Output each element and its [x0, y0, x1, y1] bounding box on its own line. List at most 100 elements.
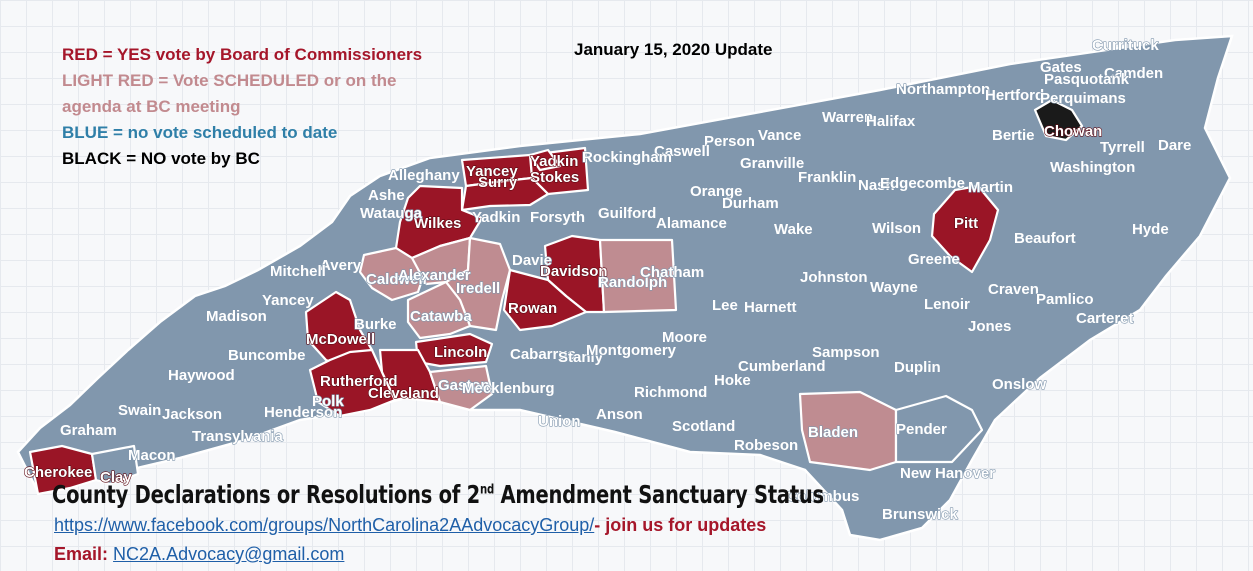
county-label-hyde: Hyde — [1132, 221, 1169, 238]
county-label-person: Person — [704, 133, 755, 150]
county-label-cherokee: Cherokee — [24, 464, 92, 481]
county-macon — [894, 394, 984, 464]
county-label-sampson: Sampson — [812, 344, 880, 361]
county-label-robeson: Robeson — [734, 437, 798, 454]
county-label-craven: Craven — [988, 281, 1039, 298]
county-label-yancey: Yancey — [466, 163, 518, 180]
county-catawba — [406, 280, 472, 340]
county-label-scotland: Scotland — [672, 418, 735, 435]
county-label-clay: Clay — [100, 469, 132, 486]
county-label-rockingham: Rockingham — [582, 149, 672, 166]
county-label-onslow: Onslow — [992, 376, 1047, 393]
county-label-cleveland: Cleveland — [368, 385, 439, 402]
county-label-henderson: Henderson — [264, 404, 342, 421]
facebook-group-link[interactable]: https://www.facebook.com/groups/NorthCar… — [54, 515, 595, 535]
map-title-rest: Amendment Sanctuary Status — [493, 480, 825, 509]
county-label-transylvania: Transylvania — [192, 428, 284, 445]
county-label-madison: Madison — [206, 308, 267, 325]
county-label-hoke: Hoke — [714, 372, 751, 389]
map-title-sup: nd — [479, 482, 494, 498]
county-label-martin: Martin — [968, 179, 1013, 196]
county-randolph — [598, 238, 678, 314]
county-label-edgecombe: Edgecombe — [880, 175, 965, 192]
county-label-johnston: Johnston — [800, 269, 868, 286]
county-label-bertie: Bertie — [992, 127, 1035, 144]
county-label-harnett: Harnett — [744, 299, 797, 316]
county-label-mitchell: Mitchell — [270, 263, 326, 280]
county-label-union: Union — [538, 413, 581, 430]
county-label-wayne: Wayne — [870, 279, 918, 296]
county-label-pamlico: Pamlico — [1036, 291, 1094, 308]
county-label-moore: Moore — [662, 329, 707, 346]
county-label-alexander: Alexander — [398, 267, 471, 284]
email-link[interactable]: NC2A.Advocacy@gmail.com — [113, 544, 345, 564]
legend-light-red-entry-cont: agenda at BC meeting — [62, 97, 241, 116]
county-label-catawba: Catawba — [410, 308, 472, 325]
county-label-haywood: Haywood — [168, 367, 235, 384]
county-label-carteret: Carteret — [1076, 310, 1134, 327]
county-label-montgomery: Montgomery — [586, 342, 677, 359]
county-label-camden: Camden — [1104, 65, 1163, 82]
county-pender — [798, 390, 898, 472]
county-label-ashe: Ashe — [368, 187, 405, 204]
legend-black-entry: BLACK = NO vote by BC — [62, 149, 260, 168]
facebook-link-line: https://www.facebook.com/groups/NorthCar… — [54, 515, 766, 536]
county-label-randolph: Randolph — [598, 274, 667, 291]
county-label-hertford: Hertford — [985, 87, 1044, 104]
legend-light-red-entry: LIGHT RED = Vote SCHEDULED or on the — [62, 71, 397, 90]
county-label-orange: Orange — [690, 183, 743, 200]
county-label-lee: Lee — [712, 297, 738, 314]
county-label-perquimans: Perquimans — [1040, 90, 1126, 107]
map-title: County Declarations or Resolutions of 2n… — [52, 480, 824, 509]
county-label-mcdowell: McDowell — [306, 331, 375, 348]
county-label-wilkes: Wilkes — [414, 215, 461, 232]
county-label-dare: Dare — [1158, 137, 1191, 154]
map-title-main: County Declarations or Resolutions of 2 — [52, 480, 480, 509]
county-label-swain: Swain — [118, 402, 161, 419]
county-label-guilford: Guilford — [598, 205, 656, 222]
county-label-davie: Davie — [512, 252, 552, 269]
county-label-gaston: Gaston — [438, 377, 490, 394]
county-label-pender: Pender — [896, 421, 947, 438]
county-label-vance: Vance — [758, 127, 801, 144]
county-label-surry: Surry — [478, 174, 518, 191]
county-label-lincoln: Lincoln — [434, 344, 487, 361]
county-label-chatham: Chatham — [640, 264, 704, 281]
county-label-alleghany: Alleghany — [388, 167, 460, 184]
county-label-bladen: Bladen — [808, 424, 858, 441]
county-label-pasquotank: Pasquotank — [1044, 71, 1130, 88]
county-label-rutherford: Rutherford — [320, 373, 398, 390]
county-label-greene: Greene — [908, 251, 960, 268]
county-label-mecklenburg: Mecklenburg — [462, 380, 555, 397]
county-label-lenoir: Lenoir — [924, 296, 970, 313]
county-label-washington: Washington — [1050, 159, 1135, 176]
county-label-durham: Durham — [722, 195, 779, 212]
county-label-nash: Nash — [858, 177, 895, 194]
county-label-currituck: Currituck — [1092, 37, 1159, 54]
county-label-gates: Gates — [1040, 59, 1082, 76]
county-columbus — [90, 444, 140, 486]
county-label-cabarrus: Cabarrus — [510, 346, 576, 363]
county-pitt — [930, 184, 1000, 274]
county-label-alamance: Alamance — [656, 215, 727, 232]
county-caldwell — [358, 246, 428, 302]
county-label-wilson: Wilson — [872, 220, 921, 237]
county-label-caldwell: Caldwell — [366, 271, 427, 288]
county-label-tyrrell: Tyrrell — [1100, 139, 1145, 156]
county-label-macon: Macon — [128, 447, 176, 464]
county-label-duplin: Duplin — [894, 359, 941, 376]
county-chowan — [1033, 98, 1084, 142]
county-label-forsyth: Forsyth — [530, 209, 585, 226]
county-label-burke: Burke — [354, 316, 397, 333]
county-label-chowan: Chowan — [1044, 123, 1102, 140]
county-label-columbus: Columbus — [786, 488, 859, 505]
county-label-anson: Anson — [596, 406, 643, 423]
county-label-jackson: Jackson — [162, 406, 222, 423]
county-cleveland — [378, 348, 442, 404]
county-label-brunswick: Brunswick — [882, 506, 959, 523]
county-label-warren: Warren — [822, 109, 873, 126]
county-label-yadkin: Yadkin — [530, 153, 578, 170]
legend: RED = YES vote by Board of Commissioners… — [62, 42, 422, 172]
